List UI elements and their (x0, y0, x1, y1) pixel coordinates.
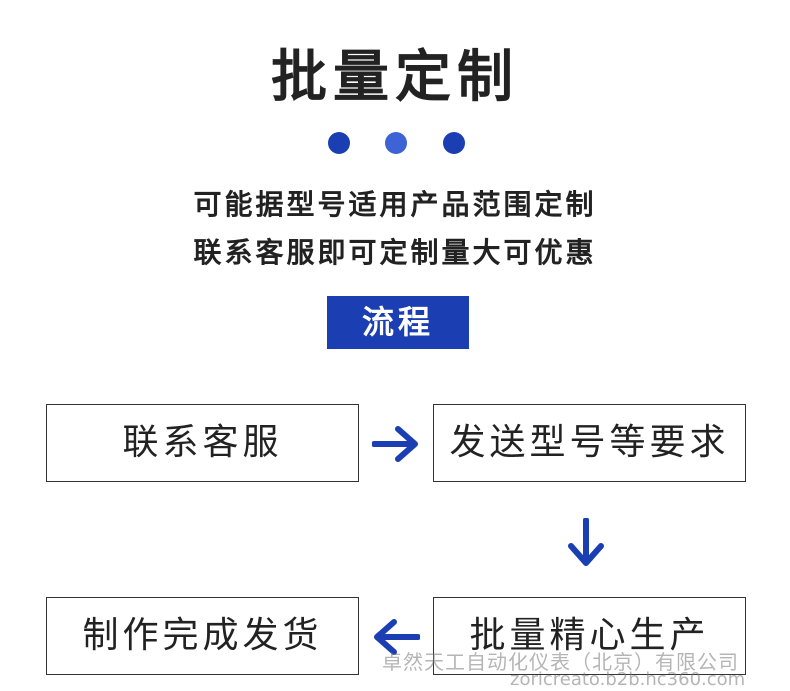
dot-icon (385, 132, 407, 154)
description-line-2: 联系客服即可定制量大可优惠 (193, 236, 597, 269)
flow-step-send-requirements: 发送型号等要求 (433, 404, 746, 482)
dot-icon (328, 132, 350, 154)
decorative-dots (0, 132, 790, 154)
arrow-down-icon (568, 518, 604, 566)
arrow-right-icon (372, 426, 418, 462)
watermark-domain: zoricreato.b2b.hc360.com (510, 669, 746, 690)
description-line-1: 可能据型号适用产品范围定制 (193, 188, 597, 221)
watermark-company: 卓然天工自动化仪表（北京）有限公司 (382, 650, 739, 674)
arrow-left-icon (374, 619, 420, 655)
flow-step-finish-ship: 制作完成发货 (46, 597, 359, 675)
page-title: 批量定制 (271, 45, 519, 110)
flow-badge: 流程 (327, 296, 469, 349)
flow-step-batch-production: 批量精心生产 (433, 597, 746, 675)
flow-step-contact-service: 联系客服 (46, 404, 359, 482)
dot-icon (443, 132, 465, 154)
